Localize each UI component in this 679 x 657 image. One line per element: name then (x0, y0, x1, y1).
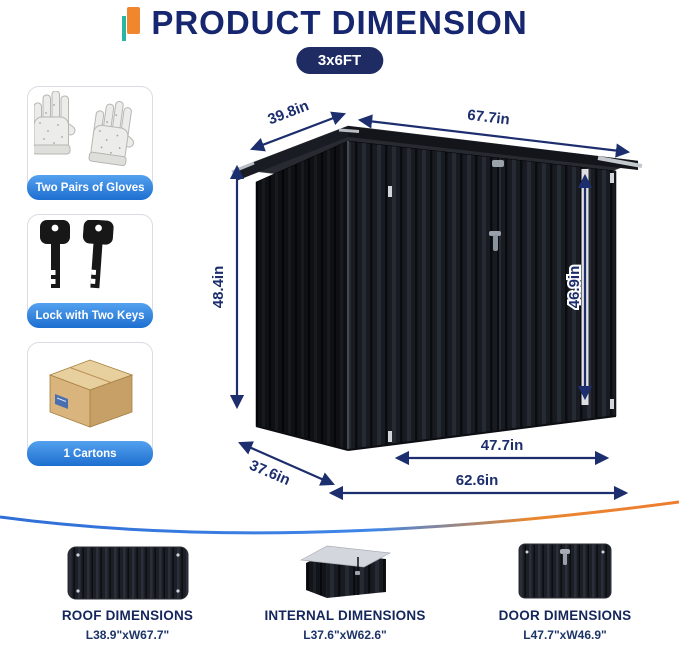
hinge-mark (610, 399, 614, 409)
footer-title: DOOR DIMENSIONS (498, 608, 632, 623)
hinge-mark (610, 173, 614, 183)
dim-bottom-depth-label: 37.6in (247, 457, 293, 489)
accessory-card-keys: Lock with Two Keys (27, 214, 153, 328)
shed-bottom-edge (347, 415, 617, 451)
accessory-label: 1 Cartons (27, 441, 153, 466)
accessory-label: Two Pairs of Gloves (27, 175, 153, 200)
dim-height-label: 48.4in (210, 266, 227, 309)
carton-icon (28, 343, 152, 440)
keys-icon (28, 215, 152, 302)
roof-trim (338, 128, 360, 133)
dim-top-width-label: 67.7in (466, 107, 510, 129)
door-handle (493, 235, 498, 251)
footer-item-internal: INTERNAL DIMENSIONS L37.6"xW62.6" (240, 538, 450, 642)
arrow-top-depth (249, 111, 347, 152)
footer-value: L37.6"xW62.6" (303, 628, 387, 642)
internal-thumbnail-icon (240, 538, 450, 600)
separator-curve (0, 500, 679, 535)
roof-trim (597, 156, 643, 168)
accessory-card-gloves: Two Pairs of Gloves (27, 86, 153, 200)
size-badge: 3x6FT (295, 47, 384, 74)
door-handle (489, 231, 501, 236)
footer-value: L38.9"xW67.7" (85, 628, 170, 642)
page-title: PRODUCT DIMENSION (151, 4, 528, 41)
header: PRODUCT DIMENSION (0, 0, 679, 46)
dim-bottom-width-label: 62.6in (456, 472, 499, 489)
roof-thumbnail-icon (20, 538, 235, 600)
flag-icon (122, 7, 144, 41)
hinge-mark (388, 431, 392, 442)
dim-top-depth-label: 39.8in (265, 97, 311, 128)
footer-item-door: DOOR DIMENSIONS L47.7"xW46.9" (458, 538, 672, 642)
flag-icon-teal-bar (122, 16, 126, 41)
arrow-bottom-depth (238, 441, 335, 486)
flag-icon-orange-bar (127, 7, 140, 34)
shed-side-shade (256, 141, 348, 450)
footer-title: INTERNAL DIMENSIONS (264, 608, 426, 623)
dim-inner-height-label: 46.9in (566, 266, 583, 309)
accessory-card-carton: 1 Cartons (27, 342, 153, 466)
accessory-label: Lock with Two Keys (27, 303, 153, 328)
gloves-icon (28, 87, 152, 174)
footer-item-roof: ROOF DIMENSIONS L38.9"xW67.7" (20, 538, 235, 642)
hinge-mark (388, 186, 392, 197)
footer-value: L47.7"xW46.9" (523, 628, 607, 642)
door-latch (492, 160, 504, 167)
arrow-top-width (357, 114, 631, 158)
footer-title: ROOF DIMENSIONS (61, 608, 194, 623)
door-thumbnail-icon (458, 538, 672, 600)
dim-door-width-label: 47.7in (481, 437, 524, 454)
